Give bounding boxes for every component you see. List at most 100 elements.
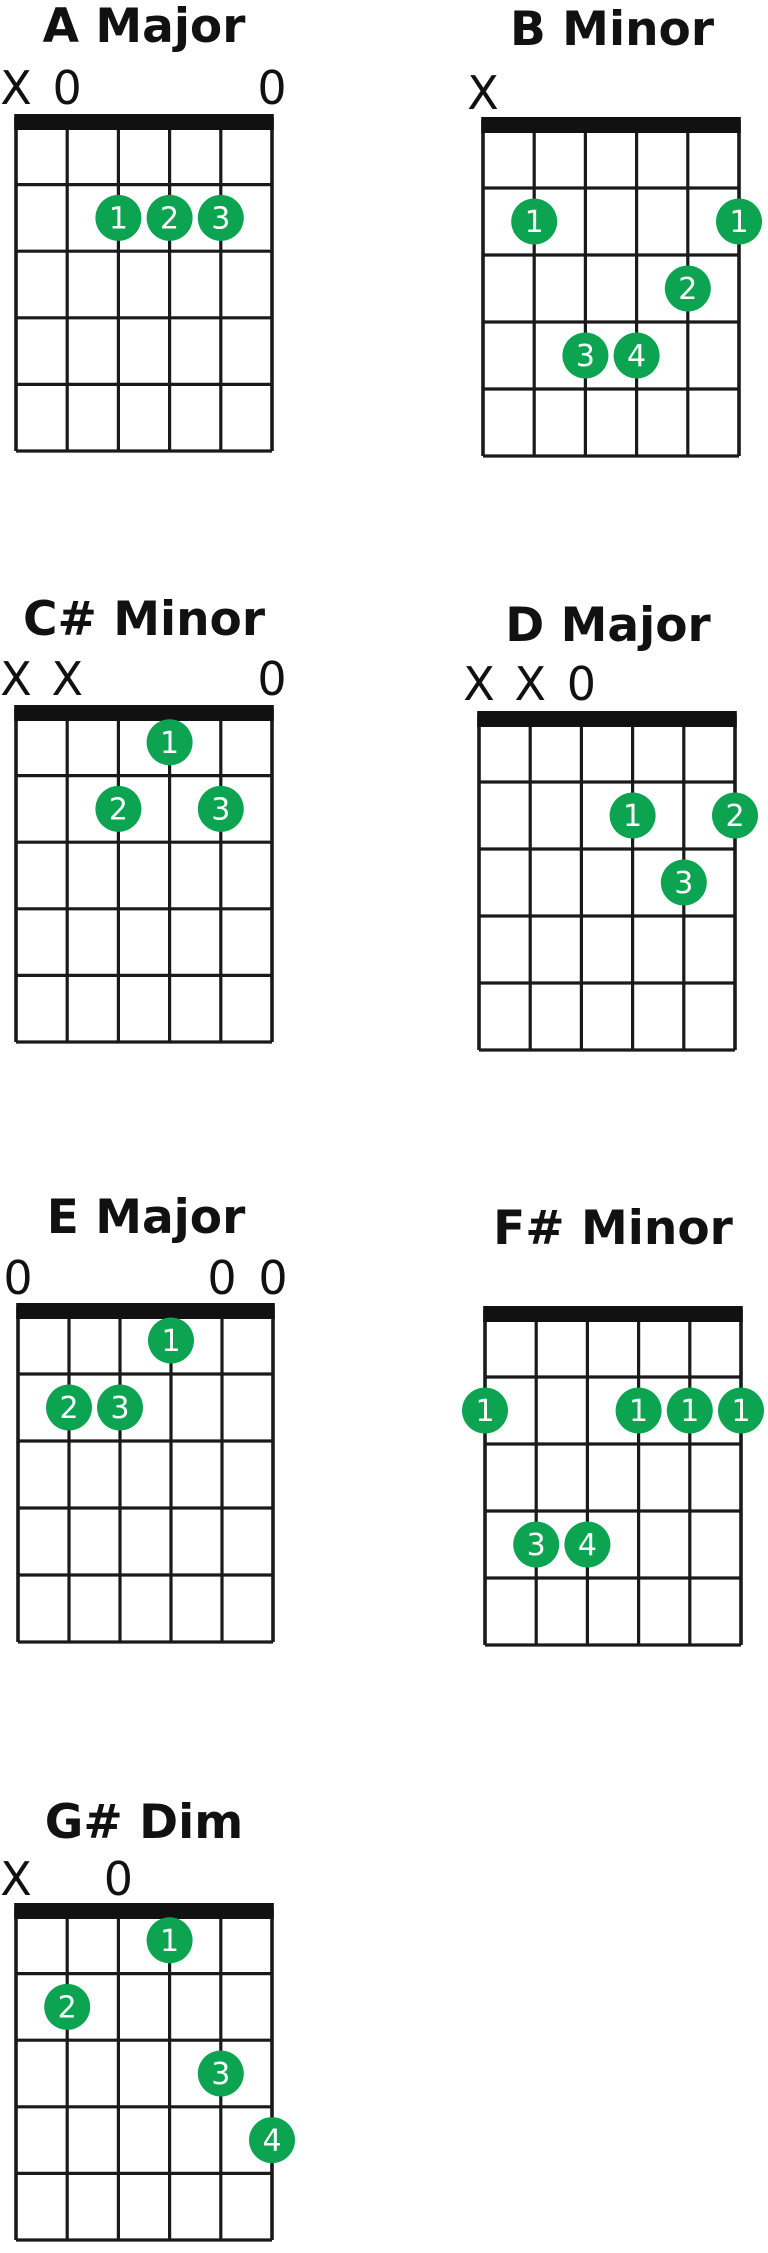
finger-dot-circle [462, 1387, 508, 1434]
finger-number: 1 [109, 201, 128, 236]
nut-bar [14, 1903, 274, 1919]
muted-string-marker: X [514, 657, 546, 711]
finger-dot: 2 [44, 1983, 91, 2030]
nut-bar [481, 117, 741, 133]
nut-bar [16, 1303, 275, 1319]
muted-string-marker: X [51, 652, 83, 706]
finger-dot: 4 [613, 332, 660, 379]
finger-number: 1 [161, 1324, 180, 1359]
open-string-marker: 0 [567, 657, 596, 711]
finger-dot-circle [44, 1983, 91, 2030]
finger-dot-circle [95, 785, 142, 832]
open-string-marker: 0 [3, 1251, 32, 1305]
finger-dot-circle [613, 332, 660, 379]
chord-title: A Major [43, 0, 247, 54]
finger-dot-circle [664, 265, 711, 312]
finger-number: 4 [627, 339, 646, 374]
finger-dot: 1 [148, 1317, 194, 1364]
chord-title: E Major [47, 1190, 246, 1245]
open-string-marker: 0 [207, 1251, 236, 1305]
finger-number: 3 [674, 866, 693, 901]
finger-dot: 4 [564, 1521, 611, 1568]
finger-number: 1 [160, 726, 179, 761]
finger-dot: 3 [197, 194, 244, 241]
finger-dot: 1 [716, 198, 762, 245]
finger-dot: 3 [660, 859, 707, 906]
finger-dot: 3 [513, 1521, 560, 1568]
finger-dot-circle [562, 332, 609, 379]
finger-dot-circle [718, 1387, 764, 1434]
finger-number: 4 [578, 1528, 597, 1563]
finger-number: 3 [211, 201, 230, 236]
finger-dot-circle [146, 719, 193, 766]
finger-dot-circle [716, 198, 762, 245]
finger-dot: 1 [666, 1387, 713, 1434]
finger-dot: 3 [197, 2050, 244, 2097]
finger-number: 1 [525, 205, 544, 240]
nut-bar [14, 705, 274, 721]
finger-number: 1 [680, 1394, 699, 1429]
muted-string-marker: X [467, 66, 499, 120]
finger-dot: 1 [146, 719, 193, 766]
finger-dot-circle [146, 1917, 193, 1964]
chord-title: C# Minor [23, 592, 266, 647]
finger-dot-circle [249, 2117, 295, 2164]
finger-dot-circle [513, 1521, 560, 1568]
finger-number: 3 [576, 339, 595, 374]
finger-number: 1 [729, 205, 748, 240]
finger-dot: 1 [615, 1387, 662, 1434]
finger-dot: 2 [664, 265, 711, 312]
finger-number: 1 [623, 799, 642, 834]
finger-number: 2 [58, 1990, 77, 2025]
chord-title: F# Minor [493, 1201, 733, 1256]
muted-string-marker: X [463, 657, 495, 711]
finger-dot-circle [615, 1387, 662, 1434]
finger-number: 2 [160, 201, 179, 236]
finger-dot-circle [97, 1384, 143, 1431]
finger-dot-circle [46, 1384, 92, 1431]
finger-number: 3 [527, 1528, 546, 1563]
finger-dot: 1 [718, 1387, 764, 1434]
open-string-marker: 0 [53, 61, 82, 115]
finger-dot: 2 [146, 194, 193, 241]
finger-dot-circle [712, 792, 758, 839]
finger-dot: 3 [197, 785, 244, 832]
finger-dot-circle [660, 859, 707, 906]
finger-dot: 2 [95, 785, 142, 832]
finger-dot: 1 [609, 792, 656, 839]
finger-dot-circle [95, 194, 142, 241]
finger-dot-circle [197, 2050, 244, 2097]
open-string-marker: 0 [257, 652, 286, 706]
chord-title: D Major [505, 598, 711, 653]
finger-number: 4 [262, 2124, 281, 2159]
finger-number: 1 [731, 1394, 750, 1429]
finger-dot-circle [197, 194, 244, 241]
finger-dot: 3 [562, 332, 609, 379]
muted-string-marker: X [0, 1852, 32, 1906]
finger-number: 3 [211, 792, 230, 827]
nut-bar [14, 114, 274, 130]
finger-dot-circle [146, 194, 193, 241]
open-string-marker: 0 [257, 61, 286, 115]
nut-bar [477, 711, 737, 727]
open-string-marker: 0 [104, 1852, 133, 1906]
nut-bar [483, 1306, 743, 1322]
finger-dot: 1 [95, 194, 142, 241]
chord-title: B Minor [510, 2, 715, 57]
finger-dot: 3 [97, 1384, 143, 1431]
finger-number: 3 [110, 1391, 129, 1426]
muted-string-marker: X [0, 652, 32, 706]
chord-title: G# Dim [45, 1795, 243, 1850]
finger-number: 2 [109, 792, 128, 827]
finger-dot-circle [197, 785, 244, 832]
finger-number: 1 [160, 1924, 179, 1959]
finger-dot: 2 [46, 1384, 92, 1431]
